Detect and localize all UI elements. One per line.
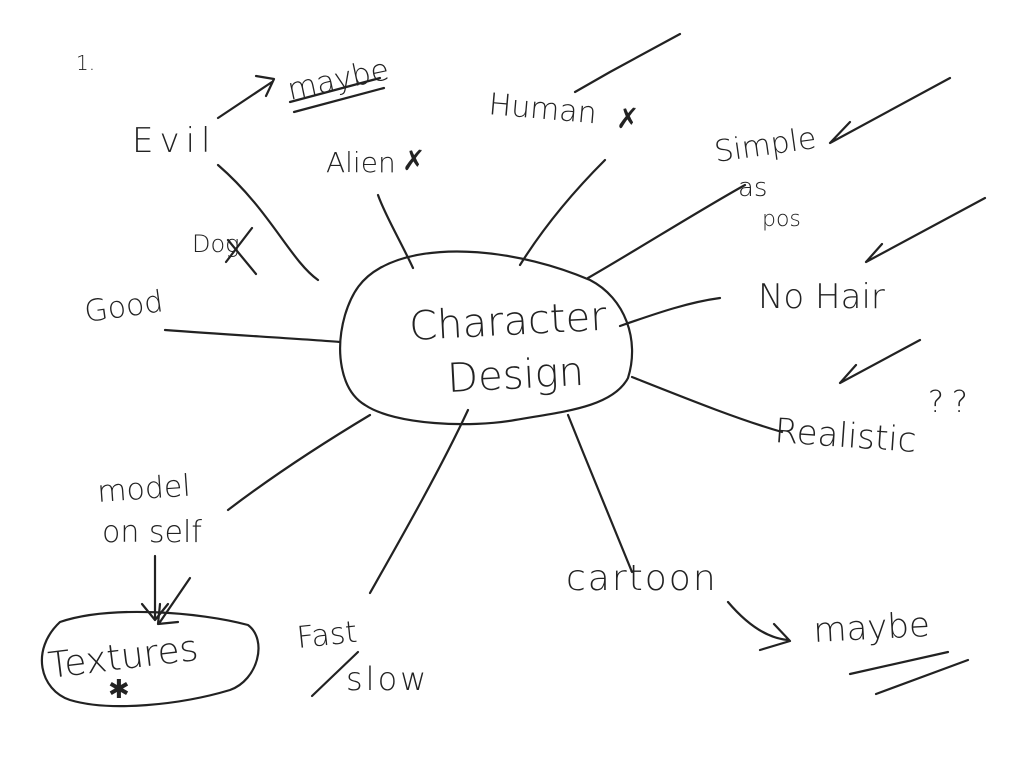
label-alien: Alien [326,146,396,179]
realistic-marks: ?? [928,385,976,420]
center-title-line2: Design [446,349,585,402]
label-maybe-bottom: maybe [812,605,931,651]
label-model-line2: on self [102,515,202,550]
branch-model [226,413,372,512]
label-fast: Fast [295,615,359,656]
branch-cartoon [566,413,634,574]
branch-fast-slow [368,408,470,595]
checkmark-simple [828,76,952,145]
alien-mark: ✗ [402,144,425,177]
arrow-cartoon-to-maybe [726,600,792,652]
branch-good [163,328,342,344]
label-cartoon: cartoon [566,558,718,599]
page-number: 1. [76,51,95,75]
dog-strikethrough [224,226,258,276]
center-title-line1: Character [408,294,608,350]
textures-bubble [40,610,260,708]
label-human: Human [487,87,598,131]
fast-slow-divider [310,650,360,698]
label-simple-line2: as [738,173,767,203]
label-good: Good [82,284,165,330]
textures-mark: ✱ [108,675,130,705]
branch-alien [376,193,415,270]
branch-realistic [630,375,784,434]
arrow-evil-to-maybe [216,74,276,120]
checkmark-human [573,32,682,94]
label-realistic: Realistic [773,411,917,461]
arrow-model-to-textures-right [156,576,192,626]
label-slow: slow [346,660,429,698]
branch-evil [216,163,320,282]
label-simple-line3: pos [762,207,801,232]
maybe-bottom-underline [848,650,970,696]
human-mark: ✗ [616,102,639,135]
branch-human [518,158,607,267]
label-no-hair: No Hair [758,277,885,317]
checkmark-realistic [838,338,922,385]
label-evil: Evil [132,121,217,161]
arrow-model-to-textures-left [140,554,170,622]
maybe-top-underline [288,76,386,114]
label-model-line1: model [96,469,192,510]
checkmark-no-hair [864,196,987,264]
branch-no-hair [618,296,722,328]
branch-simple [586,183,747,280]
label-simple-line1: Simple [712,121,818,170]
